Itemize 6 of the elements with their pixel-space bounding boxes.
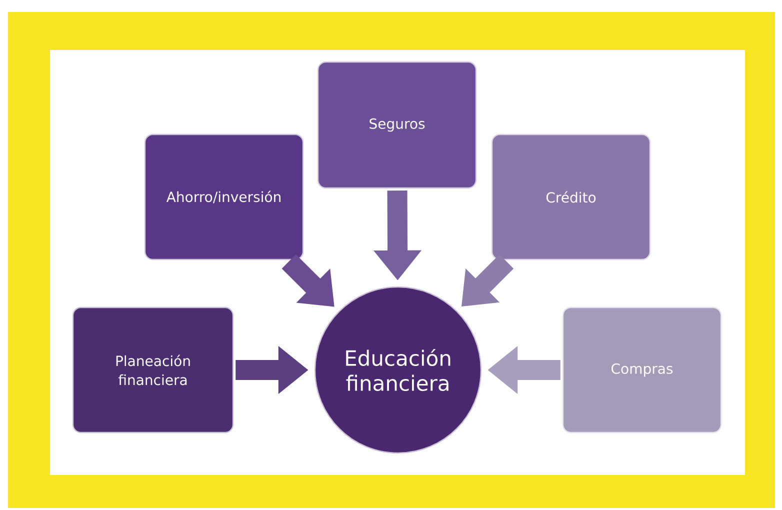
topic-box: Seguros [317, 61, 477, 189]
topic-box: Planeación financiera [72, 306, 234, 434]
topic-box: Compras [562, 306, 722, 434]
topic-box: Crédito [491, 134, 651, 260]
block-arrow [462, 254, 514, 306]
topic-box: Ahorro/inversión [144, 134, 304, 260]
